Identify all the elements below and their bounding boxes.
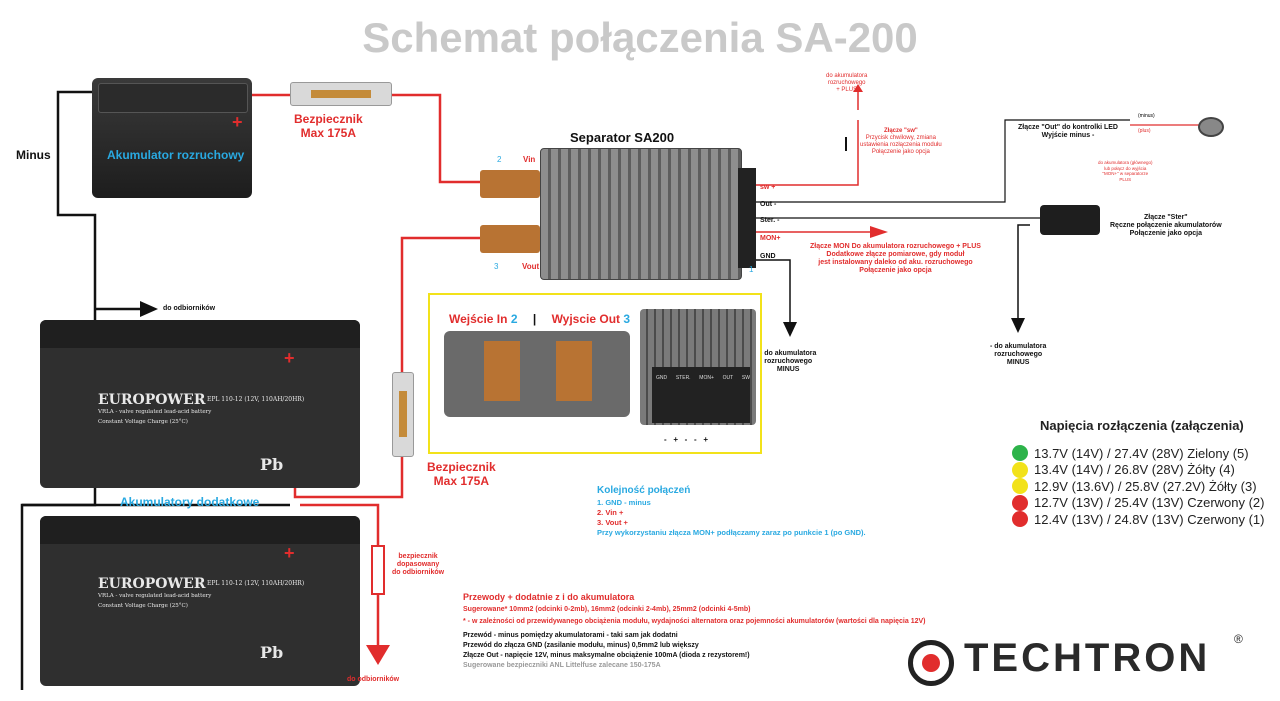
- plus-sign-aux-top: +: [284, 348, 295, 368]
- voltage-table: 13.7V (14V) / 27.4V (28V) Zielony (5) 13…: [1012, 445, 1265, 528]
- inset-terminal-block: [652, 367, 750, 423]
- vin-stud: [480, 170, 540, 198]
- inset-input-module: [444, 331, 630, 417]
- separator-label: Separator SA200: [570, 130, 675, 145]
- positive-wire-vin: [390, 93, 480, 184]
- gnd-wire: [755, 259, 791, 322]
- led-note: do akumulatora (głównego)lub połącz do w…: [1098, 160, 1153, 182]
- plus-sign: +: [232, 112, 243, 132]
- connection-order: Kolejność połączeń 1. GND - minus 2. Vin…: [597, 485, 866, 537]
- up-arrow-red: [853, 84, 863, 92]
- fuse-small: [371, 545, 385, 595]
- terminal-block: [738, 168, 756, 268]
- led-indicator: [1198, 117, 1224, 137]
- sw-wire: [755, 120, 859, 186]
- voltage-row: 12.9V (13.6V) / 25.8V (27.2V) Żółty (3): [1012, 478, 1265, 495]
- starter-battery: [92, 78, 252, 198]
- vin-number: 2: [497, 155, 502, 164]
- terminal-out: Out -: [760, 201, 777, 208]
- aux-battery-bottom: EUROPOWER EPL 110-12 (12V, 110AH/20HR) V…: [40, 516, 360, 686]
- fuse-top: [290, 82, 392, 106]
- led-wire-minus-label: (minus): [1138, 113, 1155, 119]
- vout-number: 3: [494, 262, 499, 271]
- toggle-switch: [1040, 205, 1100, 235]
- vout-label: Vout: [522, 262, 540, 271]
- down-arrow-red: [366, 645, 390, 665]
- vout-stud: [480, 225, 540, 253]
- separator-module: [540, 148, 742, 280]
- aux-battery-top: EUROPOWER EPL 110-12 (12V, 110AH/20HR) V…: [40, 320, 360, 488]
- starter-battery-label: Akumulator rozruchowy: [107, 148, 245, 162]
- fuse-mid: [392, 372, 414, 457]
- terminal-mon: MON+: [760, 235, 781, 242]
- logo-text: TECHTRON: [964, 636, 1211, 680]
- consumers-bottom-label: do odbiorników: [347, 676, 400, 683]
- out-wire: [755, 119, 1130, 203]
- plus-sign-aux-bottom: +: [284, 543, 295, 563]
- logo-emblem: [908, 640, 954, 686]
- ster-label: Złącze "Ster"Ręczne połączenie akumulato…: [1110, 214, 1222, 237]
- positive-wire-aux: [300, 503, 380, 545]
- aux-batteries-label: Akumulatory dodatkowe: [120, 495, 260, 509]
- sw-button-symbol: [845, 137, 857, 151]
- wiring-notes: Przewody + dodatnie z i do akumulatora S…: [463, 592, 926, 669]
- logo-reg: ®: [1234, 632, 1243, 646]
- down-arrow-black: [783, 322, 797, 337]
- terminal-sw: sw +: [760, 184, 776, 191]
- voltage-row: 13.4V (14V) / 26.8V (28V) Żółty (4): [1012, 461, 1265, 479]
- positive-wire-vout: [400, 236, 480, 372]
- techtron-logo: TECHTRON ®: [908, 632, 1243, 688]
- mon-label: Złącze MON Do akumulatora rozruchowego +…: [810, 243, 981, 274]
- voltage-table-title: Napięcia rozłączenia (załączenia): [1040, 418, 1244, 433]
- right-arrow-black: [140, 301, 158, 317]
- inset-signs: - + - - +: [664, 435, 709, 444]
- battery-lid: [98, 83, 248, 113]
- down-arrow-black-right: [1011, 318, 1025, 333]
- right-arrow-red: [870, 226, 888, 238]
- voltage-row: 13.7V (14V) / 27.4V (28V) Zielony (5): [1012, 445, 1265, 462]
- switch-minus-wire: [1017, 224, 1030, 318]
- voltage-row: 12.7V (13V) / 25.4V (13V) Czerwony (2): [1012, 494, 1265, 512]
- gnd-number: 1: [749, 265, 754, 274]
- inset-stud-right: [556, 341, 592, 401]
- terminal-ster: Ster. -: [760, 217, 780, 224]
- minus-label: Minus: [16, 148, 51, 162]
- page-title: Schemat połączenia SA-200: [362, 14, 918, 61]
- inset-stud-left: [484, 341, 520, 401]
- inset-header: Wejście In 2 | Wyjscie Out 3: [449, 312, 631, 326]
- terminal-gnd: GND: [760, 253, 776, 260]
- voltage-row: 12.4V (13V) / 24.8V (13V) Czerwony (1): [1012, 511, 1265, 528]
- led-wire-plus-label: (plus): [1138, 128, 1151, 134]
- vin-label: Vin: [523, 155, 536, 164]
- consumers-top-label: do odbiorników: [163, 305, 216, 312]
